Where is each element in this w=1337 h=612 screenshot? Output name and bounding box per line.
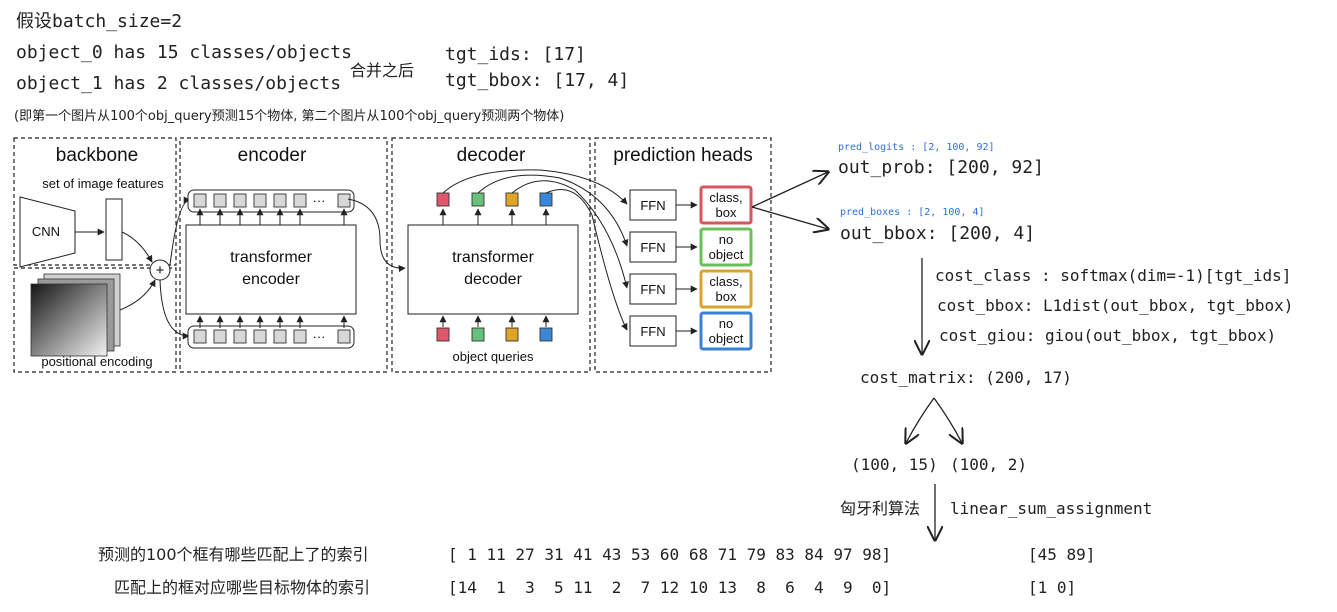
ffn-box bbox=[629, 315, 677, 347]
result-row2-indices-b: [1 0] bbox=[1028, 578, 1076, 597]
head-output-label: class, bbox=[709, 190, 742, 205]
encoder-output-token bbox=[337, 193, 351, 208]
encoder-input-token bbox=[273, 329, 287, 344]
tgt-bbox-note: tgt_bbox: [17, 4] bbox=[445, 70, 629, 91]
tgt-ids-note: tgt_ids: [17] bbox=[445, 44, 586, 65]
split-arrow-left bbox=[906, 397, 935, 443]
positional-label: positional encoding bbox=[41, 354, 152, 369]
backbone-region bbox=[13, 137, 177, 266]
merge-note: 合并之后 bbox=[350, 61, 414, 80]
encoder-input-token bbox=[213, 329, 227, 344]
decoder-output-token bbox=[436, 192, 450, 207]
feature-map bbox=[105, 198, 123, 261]
pred-logits-label: pred_logits : [2, 100, 92] bbox=[838, 142, 995, 153]
ffn-box bbox=[629, 189, 677, 221]
head-output-label: no bbox=[719, 232, 733, 247]
object-query-token bbox=[505, 327, 519, 342]
image-features-label: set of image features bbox=[42, 176, 164, 191]
transformer-decoder-box bbox=[407, 224, 579, 315]
plus-sign: + bbox=[156, 262, 165, 279]
decoder-output-token bbox=[539, 192, 553, 207]
result-row2-indices-a: [14 1 3 5 11 2 7 12 10 13 8 6 4 9 0] bbox=[448, 578, 891, 597]
head-output-box bbox=[699, 185, 753, 225]
encoder-top-dots: ··· bbox=[313, 193, 326, 208]
heads-region bbox=[594, 137, 772, 373]
encoder-input-token bbox=[233, 329, 247, 344]
decoder-output-token bbox=[505, 192, 519, 207]
ffn-label: FFN bbox=[640, 282, 665, 297]
result-row2-label: 匹配上的框对应哪些目标物体的索引 bbox=[114, 578, 370, 597]
head-output-box bbox=[699, 227, 753, 267]
head-output-box bbox=[699, 311, 753, 351]
object-query-token bbox=[471, 327, 485, 342]
encoder-output-token bbox=[193, 193, 207, 208]
pred-boxes-label: pred_boxes : [2, 100, 4] bbox=[840, 207, 985, 218]
encoder-output-token bbox=[293, 193, 307, 208]
head-output-label: class, bbox=[709, 274, 742, 289]
split-arrow-right bbox=[933, 397, 962, 443]
ffn-label: FFN bbox=[640, 324, 665, 339]
transformer-encoder-box bbox=[185, 224, 357, 315]
arrow-to-out-prob bbox=[751, 172, 828, 208]
encoder-output-token bbox=[253, 193, 267, 208]
result-row1-indices-b: [45 89] bbox=[1028, 545, 1095, 564]
cost-giou-label: cost_giou: giou(out_bbox, tgt_bbox) bbox=[939, 326, 1276, 345]
encoder-region bbox=[179, 137, 388, 373]
out-bbox-label: out_bbox: [200, 4] bbox=[840, 223, 1035, 244]
transformer-encoder-label-1: transformer bbox=[230, 249, 312, 266]
encoder-bottom-tokens-box bbox=[187, 325, 355, 349]
ffn-label: FFN bbox=[640, 198, 665, 213]
encoder-output-token bbox=[233, 193, 247, 208]
backbone-title: backbone bbox=[56, 145, 138, 166]
head-output-label: object bbox=[709, 331, 744, 346]
ffn-label: FFN bbox=[640, 240, 665, 255]
ffn-box bbox=[629, 273, 677, 305]
head-output-label: box bbox=[716, 289, 737, 304]
arrow-to-out-bbox bbox=[751, 206, 828, 229]
result-row1-indices-a: [ 1 11 27 31 41 43 53 60 68 71 79 83 84 … bbox=[448, 545, 891, 564]
transformer-encoder-label-2: encoder bbox=[242, 271, 300, 288]
split-shape-b: (100, 2) bbox=[950, 455, 1027, 474]
head-output-box bbox=[699, 269, 753, 309]
hungarian-en: linear_sum_assignment bbox=[950, 499, 1152, 518]
object-queries-label: object queries bbox=[453, 349, 534, 364]
explain-note: (即第一个图片从100个obj_query预测15个物体, 第二个图片从100个… bbox=[14, 109, 564, 124]
result-row1-label: 预测的100个框有哪些匹配上了的索引 bbox=[98, 545, 369, 564]
cost-bbox-label: cost_bbox: L1dist(out_bbox, tgt_bbox) bbox=[937, 296, 1293, 315]
ffn-box bbox=[629, 231, 677, 263]
encoder-input-token bbox=[337, 329, 351, 344]
out-prob-label: out_prob: [200, 92] bbox=[838, 157, 1044, 178]
batch-size-note: 假设batch_size=2 bbox=[16, 11, 182, 32]
encoder-output-token bbox=[213, 193, 227, 208]
encoder-input-token bbox=[293, 329, 307, 344]
transformer-decoder-label-2: decoder bbox=[464, 271, 522, 288]
object-1-note: object_1 has 2 classes/objects bbox=[16, 73, 341, 94]
cnn-label: CNN bbox=[32, 224, 60, 239]
encoder-title: encoder bbox=[238, 145, 307, 166]
decoder-title: decoder bbox=[457, 145, 526, 166]
positional-image-front bbox=[30, 283, 108, 357]
cnn-shape bbox=[19, 196, 76, 268]
cost-matrix-label: cost_matrix: (200, 17) bbox=[860, 368, 1072, 387]
encoder-input-token bbox=[193, 329, 207, 344]
head-output-label: box bbox=[716, 205, 737, 220]
encoder-bottom-dots: ··· bbox=[313, 329, 326, 344]
hungarian-zh: 匈牙利算法 bbox=[840, 499, 920, 518]
head-output-label: object bbox=[709, 247, 744, 262]
split-shape-a: (100, 15) bbox=[851, 455, 938, 474]
prediction-heads-title: prediction heads bbox=[613, 145, 752, 166]
transformer-decoder-label-1: transformer bbox=[452, 249, 534, 266]
decoder-output-token bbox=[471, 192, 485, 207]
cost-class-label: cost_class : softmax(dim=-1)[tgt_ids] bbox=[935, 266, 1291, 285]
object-0-note: object_0 has 15 classes/objects bbox=[16, 42, 352, 63]
encoder-input-token bbox=[253, 329, 267, 344]
positional-region bbox=[13, 267, 177, 373]
object-query-token bbox=[539, 327, 553, 342]
encoder-output-token bbox=[273, 193, 287, 208]
object-query-token bbox=[436, 327, 450, 342]
encoder-top-tokens-box bbox=[187, 189, 355, 213]
decoder-region bbox=[391, 137, 591, 373]
head-output-label: no bbox=[719, 316, 733, 331]
